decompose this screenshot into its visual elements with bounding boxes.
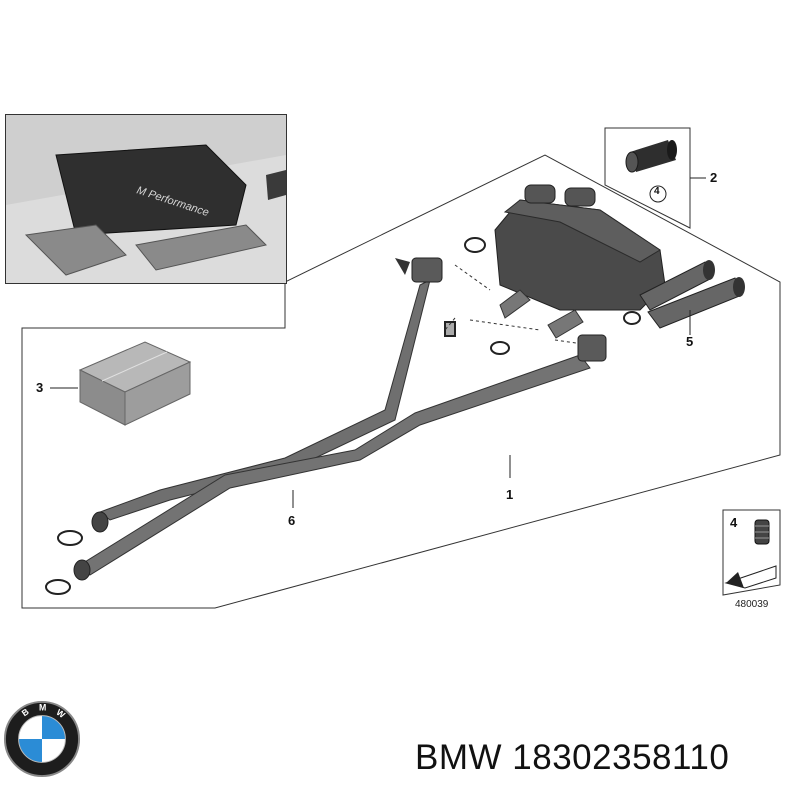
svg-text:M: M — [39, 703, 46, 713]
bmw-logo: B M W — [3, 700, 81, 778]
diagram-id: 480039 — [735, 599, 769, 610]
arrow-indicator-icon — [724, 565, 777, 589]
svg-text:B: B — [20, 706, 31, 718]
part3-box-icon — [78, 341, 192, 426]
rear-silencer-icon — [494, 184, 745, 339]
thread-insert-icon — [754, 519, 770, 545]
connection-lines — [444, 264, 591, 346]
assembly-outline — [21, 154, 781, 609]
tailpipe-tip-icon — [625, 140, 677, 173]
callout-4: 4 — [730, 515, 738, 530]
callout-4-inset: 4 — [654, 186, 660, 197]
leader-lines — [292, 310, 691, 508]
clamp-icon — [444, 237, 641, 355]
callout-6: 6 — [288, 513, 296, 528]
brand-name: BMW — [415, 738, 503, 777]
callout-3: 3 — [36, 380, 44, 395]
installed-photo-drawing: M Performance — [6, 115, 286, 283]
part-number: 18302358110 — [512, 738, 730, 777]
part-caption: BMW 18302358110 — [415, 738, 729, 778]
front-clamp-icon — [45, 530, 83, 595]
exhaust-pipe-icon — [73, 257, 607, 581]
part2-box — [604, 127, 691, 229]
part4-ref-circle — [649, 185, 667, 203]
callout-5: 5 — [686, 334, 694, 349]
installed-photo-inset: M Performance — [5, 114, 287, 284]
callout-2: 2 — [710, 170, 718, 185]
callout-1: 1 — [506, 487, 514, 502]
